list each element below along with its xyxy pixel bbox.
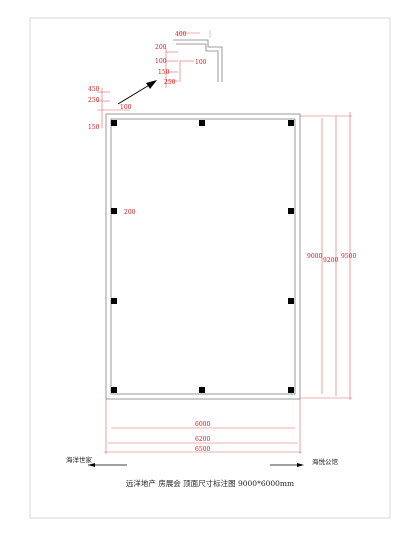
column — [111, 120, 117, 126]
inner-wall — [110, 118, 296, 395]
dim-150-detail: 150 — [158, 69, 170, 76]
dim-6500: 6500 — [195, 446, 210, 453]
detail-pointer-arrow — [146, 80, 157, 89]
column — [288, 120, 294, 126]
dim-100-b: 100 — [195, 59, 207, 66]
right-direction-arrow — [297, 463, 304, 467]
column — [111, 208, 117, 214]
dim-100-top: 100 — [120, 104, 132, 111]
dim-400: 400 — [175, 31, 187, 38]
dim-200: 200 — [155, 44, 167, 51]
column — [288, 387, 294, 393]
dim-6200: 6200 — [195, 436, 210, 443]
dim-9000: 9000 — [307, 253, 322, 260]
top-left-dimensions: 450 250 100 150 — [88, 86, 132, 131]
column — [199, 387, 205, 393]
dim-450: 450 — [88, 86, 100, 93]
left-direction-arrow — [88, 463, 95, 467]
dim-9500: 9500 — [341, 253, 356, 260]
dim-100-a: 100 — [155, 58, 167, 65]
column — [111, 387, 117, 393]
left-direction-label: 海洋世家 — [66, 455, 93, 464]
column — [288, 208, 294, 214]
detail-profile-inner — [176, 43, 219, 82]
dim-250-detail: 250 — [164, 79, 176, 86]
section-detail: 400 200 100 100 150 250 — [117, 30, 223, 105]
column-size-note: 200 — [124, 209, 136, 216]
column — [111, 298, 117, 304]
dim-250: 250 — [88, 97, 100, 104]
right-dimensions: 9000 9200 9500 — [300, 112, 356, 400]
dim-9200: 9200 — [323, 257, 338, 264]
column-grid — [111, 120, 294, 393]
column — [199, 120, 205, 126]
dim-6000: 6000 — [195, 421, 210, 428]
detail-profile-line — [173, 39, 223, 82]
bottom-dimensions: 6000 6200 6500 — [104, 399, 302, 454]
sheet-border — [29, 17, 391, 519]
drawing-caption: 远洋地产 房展会 顶面尺寸标注图 9000*6000mm — [126, 478, 294, 488]
detail-pointer-line — [117, 83, 152, 105]
outer-wall — [105, 113, 301, 400]
right-direction-label: 海悦公馆 — [312, 457, 339, 466]
column — [288, 298, 294, 304]
dim-150: 150 — [88, 124, 100, 131]
